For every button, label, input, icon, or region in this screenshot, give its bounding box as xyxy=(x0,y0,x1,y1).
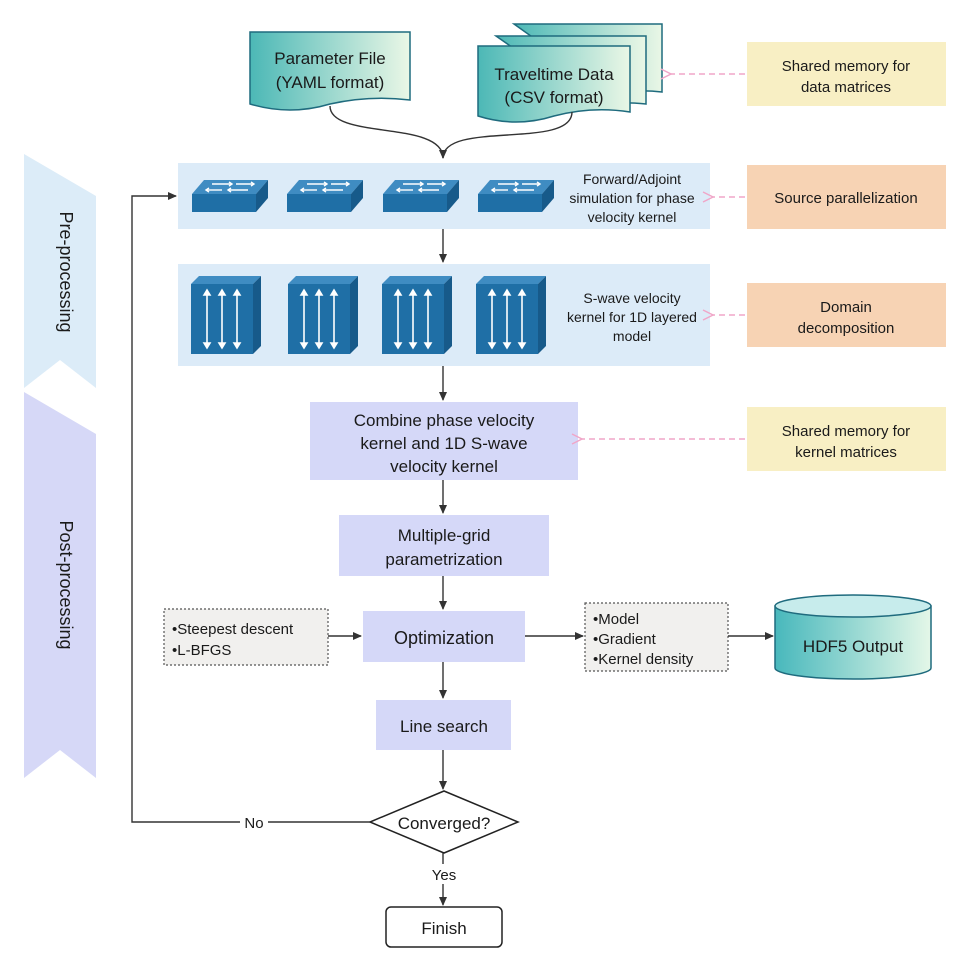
stage-pre-processing: Pre-processing xyxy=(24,154,96,388)
cube-icon xyxy=(381,275,453,355)
cube-icon xyxy=(190,275,262,355)
annotation-source-parallelization: Source parallelization xyxy=(747,165,946,229)
multigrid-step: Multiple-grid parametrization xyxy=(339,515,549,576)
combine-kernels-step: Combine phase velocity kernel and 1D S-w… xyxy=(310,402,578,480)
finish-step: Finish xyxy=(385,906,503,948)
optimizer-methods: •Steepest descent •L-BFGS xyxy=(163,608,329,666)
annotation-shared-data-line1: Shared memory for xyxy=(782,58,910,75)
annotation-source-parallel-text: Source parallelization xyxy=(774,190,917,207)
parameter-file-line2: (YAML format) xyxy=(276,73,385,92)
switch-icon xyxy=(477,179,555,213)
converged-decision: Converged? xyxy=(368,790,520,854)
line-search-step: Line search xyxy=(376,700,511,750)
optimization-step: Optimization xyxy=(363,611,525,662)
output-items: •Model •Gradient •Kernel density xyxy=(584,602,729,672)
swave-kernel-panel: S-wave velocity kernel for 1D layered mo… xyxy=(178,264,710,366)
output-gradient: •Gradient xyxy=(593,631,657,648)
finish-label: Finish xyxy=(421,919,466,938)
annotation-domain-line1: Domain xyxy=(820,299,872,316)
combine-line2: kernel and 1D S-wave xyxy=(360,434,527,453)
switch-icon xyxy=(286,179,364,213)
combine-line1: Combine phase velocity xyxy=(354,411,535,430)
stage-post-label: Post-processing xyxy=(56,520,76,649)
converged-label: Converged? xyxy=(398,814,491,833)
output-kernel-density: •Kernel density xyxy=(593,651,694,668)
switch-icon xyxy=(382,179,460,213)
switch-icon xyxy=(191,179,269,213)
output-model: •Model xyxy=(593,611,639,628)
annotation-shared-kernel-line2: kernel matrices xyxy=(795,444,897,461)
annotation-shared-data-line2: data matrices xyxy=(801,79,891,96)
branch-no-label: No xyxy=(244,815,263,832)
hdf5-label: HDF5 Output xyxy=(803,637,903,656)
forward-adjoint-line1: Forward/Adjoint xyxy=(583,171,681,187)
stage-pre-label: Pre-processing xyxy=(56,211,76,332)
swave-line3: model xyxy=(613,328,651,344)
optimization-label: Optimization xyxy=(394,628,494,648)
traveltime-line2: (CSV format) xyxy=(504,88,603,107)
connector-parameter-file xyxy=(329,105,447,159)
forward-adjoint-panel: Forward/Adjoint simulation for phase vel… xyxy=(178,163,710,229)
traveltime-data-document: Traveltime Data (CSV format) xyxy=(477,23,663,123)
parameter-file-line1: Parameter File xyxy=(274,49,385,68)
method-steepest-descent: •Steepest descent xyxy=(172,621,294,638)
multigrid-line1: Multiple-grid xyxy=(398,526,491,545)
annotation-shared-data-memory: Shared memory for data matrices xyxy=(747,42,946,106)
connector-traveltime-data xyxy=(442,111,573,159)
forward-adjoint-line3: velocity kernel xyxy=(588,209,677,225)
annotation-shared-kernel-memory: Shared memory for kernel matrices xyxy=(747,407,946,471)
swave-line1: S-wave velocity xyxy=(583,290,680,306)
annotation-shared-kernel-line1: Shared memory for xyxy=(782,423,910,440)
parameter-file-document: Parameter File (YAML format) xyxy=(249,31,411,111)
line-search-label: Line search xyxy=(400,717,488,736)
traveltime-line1: Traveltime Data xyxy=(494,65,614,84)
combine-line3: velocity kernel xyxy=(390,457,498,476)
annotation-domain-decomposition: Domain decomposition xyxy=(747,283,946,347)
cube-icon xyxy=(475,275,547,355)
annotation-domain-line2: decomposition xyxy=(798,320,895,337)
method-lbfgs: •L-BFGS xyxy=(172,642,231,659)
multigrid-line2: parametrization xyxy=(385,550,502,569)
branch-yes-label: Yes xyxy=(432,867,456,884)
stage-post-processing: Post-processing xyxy=(24,392,96,778)
hdf5-output-database: HDF5 Output xyxy=(774,594,932,680)
forward-adjoint-line2: simulation for phase xyxy=(569,190,695,206)
swave-line2: kernel for 1D layered xyxy=(567,309,697,325)
cube-icon xyxy=(287,275,359,355)
